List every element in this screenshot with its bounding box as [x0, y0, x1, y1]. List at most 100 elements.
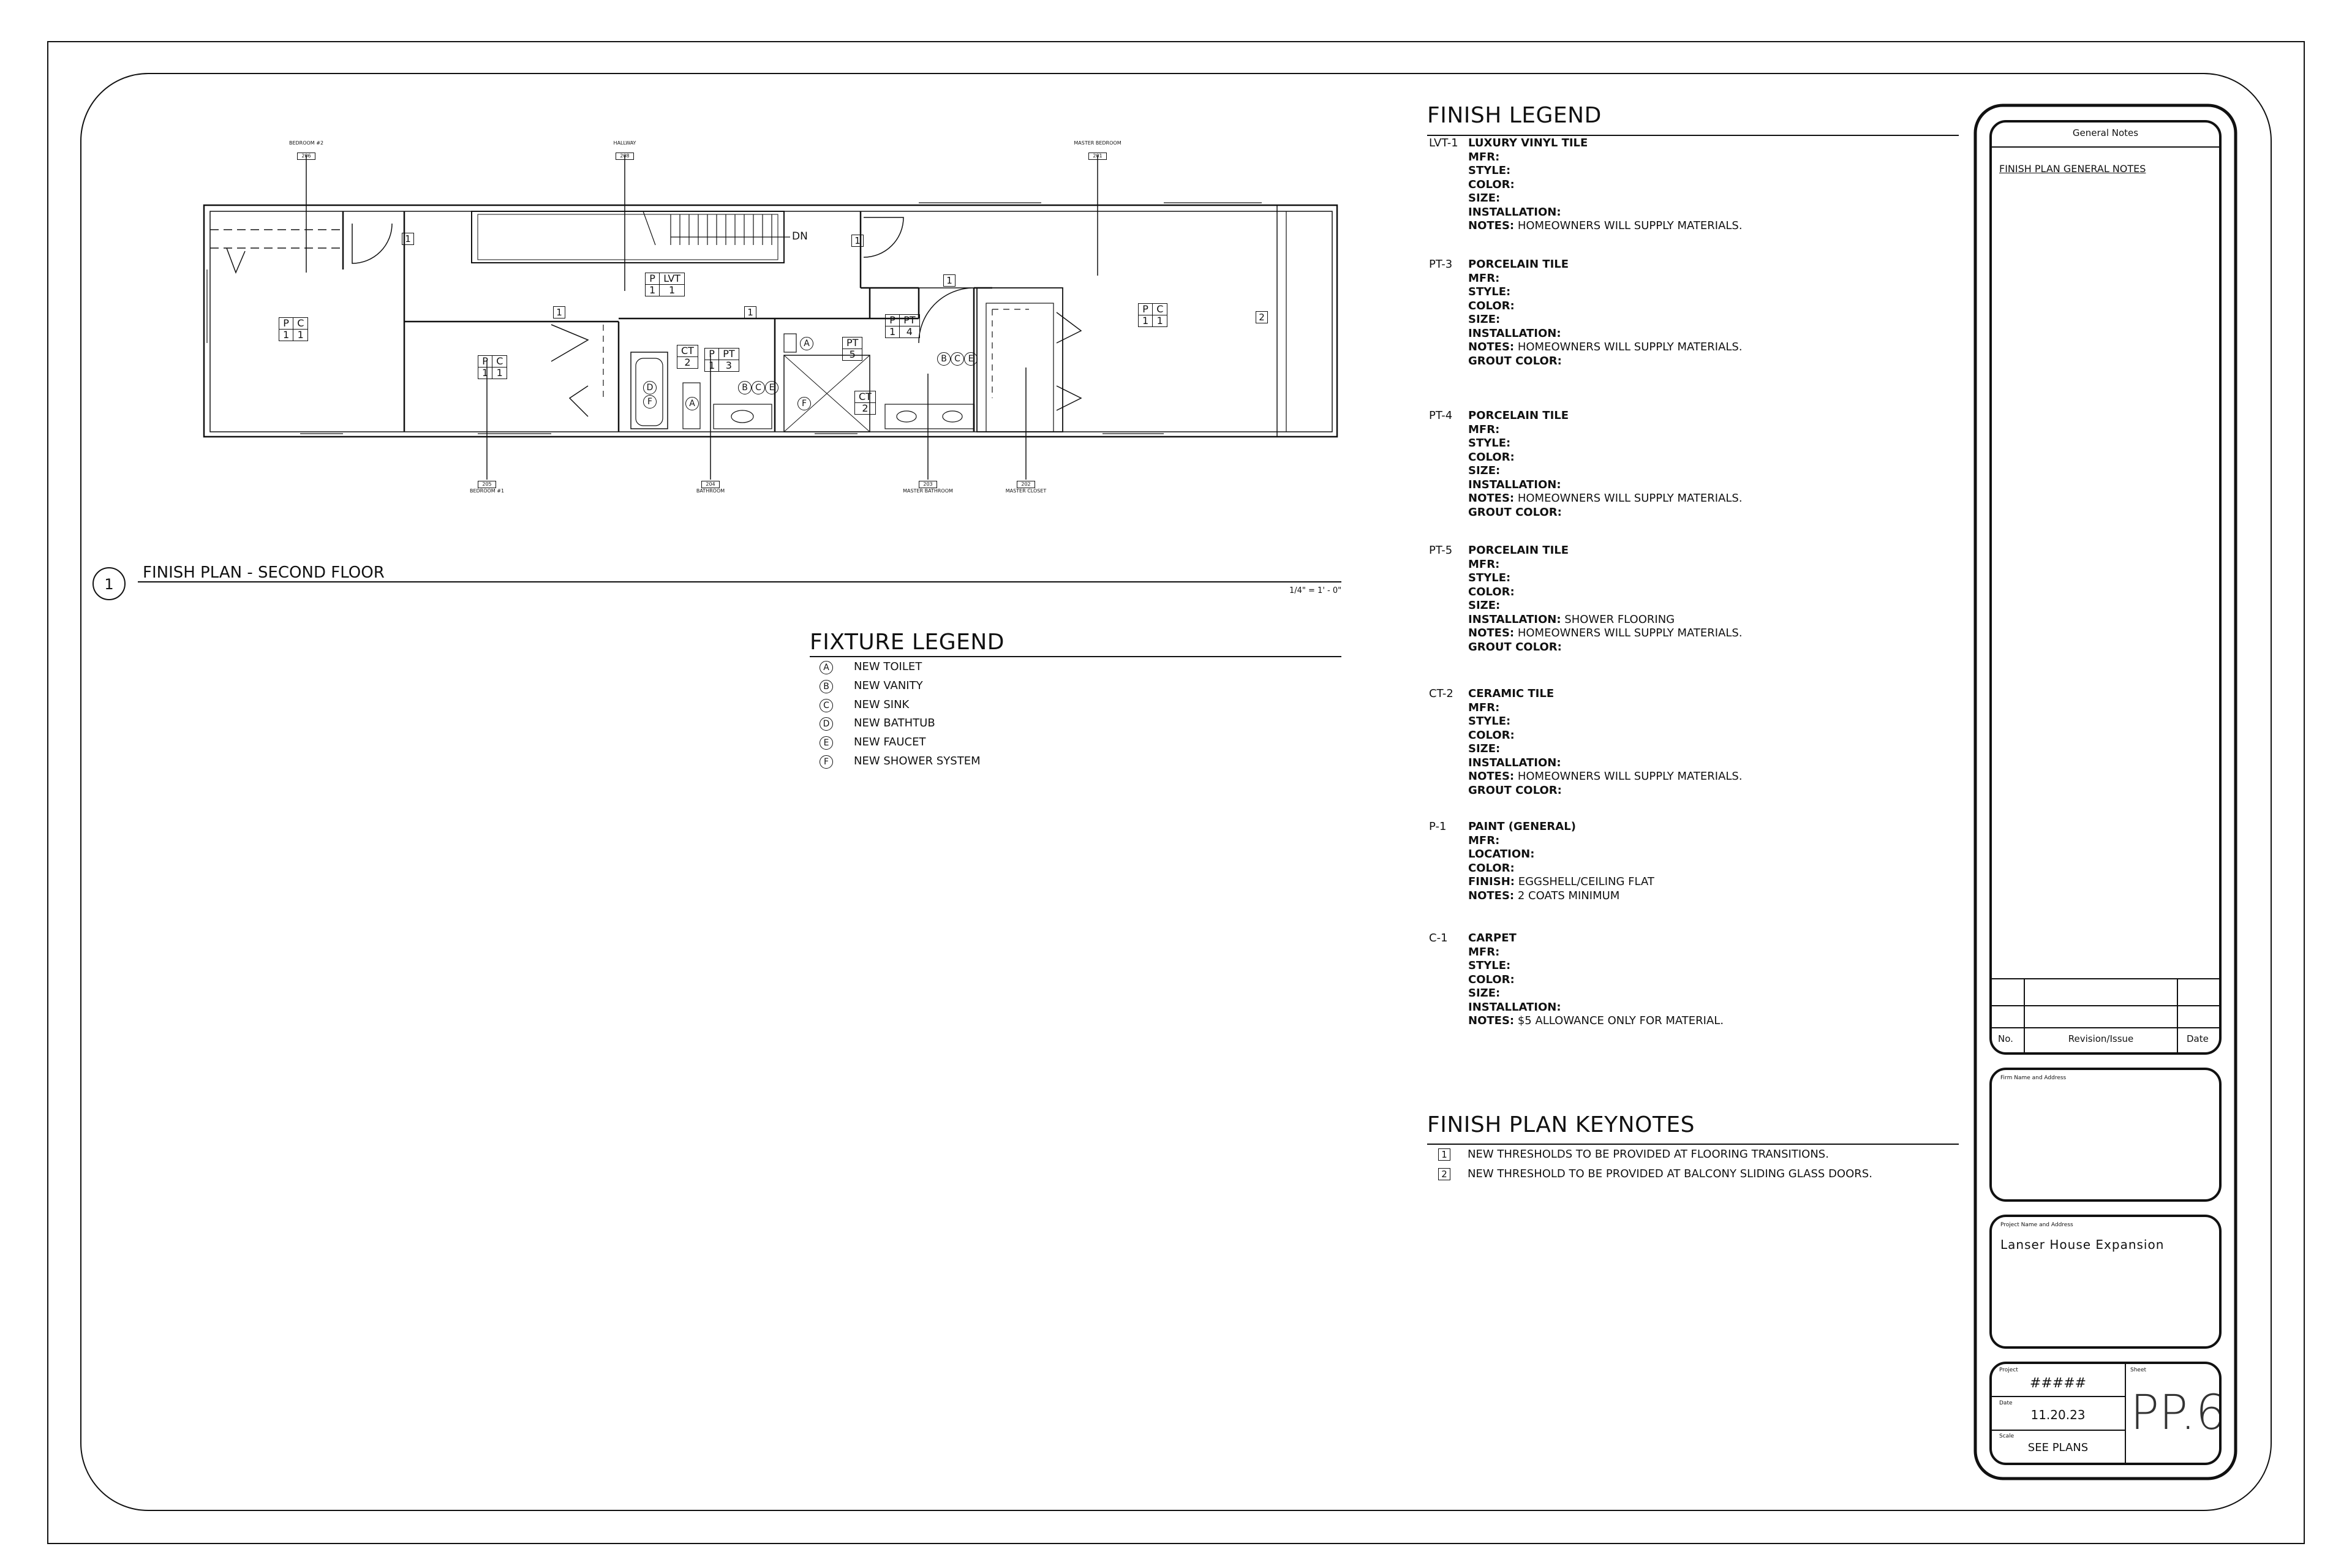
- finish-spec-line: GROUT COLOR:: [1468, 784, 1743, 798]
- finish-spec-line: STYLE:: [1468, 164, 1743, 178]
- stair-dn-label: DN: [792, 230, 808, 243]
- fixture-mark: E: [820, 736, 833, 750]
- finish-tag-cell: 3: [718, 360, 739, 372]
- drawing-number-circle: [92, 567, 126, 600]
- finish-spec-key: STYLE:: [1468, 164, 1511, 177]
- finish-spec-line: SIZE:: [1468, 192, 1743, 206]
- sheet-inner-frame: [80, 73, 2272, 1511]
- finish-spec-key: NOTES:: [1468, 1014, 1515, 1027]
- finish-tag-cell: 1: [477, 367, 493, 379]
- room-tag-number: 203: [919, 481, 937, 488]
- finish-spec-key: STYLE:: [1468, 571, 1511, 584]
- finish-code: LVT-1: [1429, 137, 1458, 149]
- plan-keynote-tag: 1: [744, 306, 774, 318]
- date-label: Date: [1999, 1400, 2013, 1406]
- finish-spec-key: MFR:: [1468, 150, 1500, 164]
- room-tag-name: HALLWAY: [613, 140, 636, 146]
- finish-spec-line: INSTALLATION:: [1468, 1001, 1724, 1015]
- keynote-item: 2 NEW THRESHOLD TO BE PROVIDED AT BALCONY…: [1438, 1167, 1872, 1180]
- finish-tag-cell: C: [492, 355, 508, 368]
- room-tag-name: MASTER BATHROOM: [903, 488, 953, 494]
- fixture-label: NEW BATHTUB: [854, 717, 935, 730]
- finish-spec-key: STYLE:: [1468, 715, 1511, 728]
- finish-spec-line: NOTES: 2 COATS MINIMUM: [1468, 889, 1654, 903]
- finish-spec-key: NOTES:: [1468, 492, 1515, 505]
- finish-tag-cell: P: [278, 317, 294, 330]
- finish-spec-key: SIZE:: [1468, 599, 1501, 612]
- finish-spec-key: LOCATION:: [1468, 848, 1535, 861]
- finish-spec-line: GROUT COLOR:: [1468, 355, 1743, 369]
- finish-tag-cell: 1: [1152, 315, 1168, 327]
- finish-spec-key: GROUT COLOR:: [1468, 783, 1562, 797]
- finish-tag-cell: P: [477, 355, 493, 368]
- finish-spec-value: 2 COATS MINIMUM: [1514, 889, 1620, 902]
- scale-label: Scale: [1999, 1433, 2015, 1439]
- finish-spec-line: STYLE:: [1468, 715, 1743, 729]
- finish-spec-line: COLOR:: [1468, 586, 1743, 600]
- finish-code: C-1: [1429, 932, 1448, 944]
- finish-spec-line: LOCATION:: [1468, 848, 1654, 862]
- finish-tag-cell: 1: [1137, 315, 1153, 327]
- fixture-mark: B: [820, 679, 833, 693]
- finish-tag-cell: CT: [854, 391, 876, 403]
- finish-spec-value: EGGSHELL/CEILING FLAT: [1514, 875, 1654, 888]
- fixture-mark-toilet: A: [685, 397, 720, 410]
- finish-spec-line: MFR:: [1468, 151, 1743, 165]
- drawing-scale: 1/4" = 1' - 0": [1289, 586, 1342, 595]
- project-label: Project Name and Address: [2000, 1222, 2073, 1228]
- finish-tag-cell: 1: [293, 329, 309, 341]
- fixture-mark: D: [820, 717, 833, 731]
- finish-spec-key: NOTES:: [1468, 627, 1515, 639]
- finish-spec-line: NOTES: HOMEOWNERS WILL SUPPLY MATERIALS.: [1468, 492, 1743, 506]
- finish-spec-value: HOMEOWNERS WILL SUPPLY MATERIALS.: [1514, 492, 1743, 505]
- revision-issue-header: Revision/Issue: [2068, 1033, 2134, 1044]
- fixture-legend-item: B NEW VANITY: [820, 679, 923, 693]
- finish-spec-line: INSTALLATION:: [1468, 206, 1743, 220]
- fixture-label: NEW SHOWER SYSTEM: [854, 755, 981, 767]
- keynotes-title: FINISH PLAN KEYNOTES: [1427, 1112, 1695, 1137]
- finish-spec-key: SIZE:: [1468, 464, 1501, 477]
- finish-tag-cell: 4: [899, 326, 920, 338]
- finish-spec-line: COLOR:: [1468, 729, 1743, 743]
- finish-spec-line: SIZE:: [1468, 464, 1743, 478]
- drawing-title: FINISH PLAN - SECOND FLOOR: [143, 564, 385, 582]
- keynote-number: 2: [1438, 1168, 1450, 1180]
- finish-code: P-1: [1429, 820, 1447, 833]
- finish-spec-line: MFR:: [1468, 701, 1743, 715]
- project-name: Lanser House Expansion: [2000, 1237, 2165, 1252]
- finish-tag-cell: P: [644, 273, 660, 285]
- finish-spec-line: NOTES: $5 ALLOWANCE ONLY FOR MATERIAL.: [1468, 1014, 1724, 1028]
- finish-spec-key: COLOR:: [1468, 973, 1515, 986]
- finish-spec-line: STYLE:: [1468, 285, 1743, 300]
- fixture-mark: A: [820, 661, 833, 674]
- finish-spec-value: HOMEOWNERS WILL SUPPLY MATERIALS.: [1514, 627, 1743, 639]
- finish-spec-line: MFR:: [1468, 558, 1743, 572]
- finish-spec-value: SHOWER FLOORING: [1561, 612, 1675, 626]
- keynote-text: NEW THRESHOLD TO BE PROVIDED AT BALCONY …: [1468, 1167, 1872, 1180]
- finish-tag-cell: C: [1152, 303, 1168, 315]
- finish-spec-key: NOTES:: [1468, 341, 1515, 353]
- finish-spec-line: COLOR:: [1468, 862, 1654, 876]
- finish-tag-cell: 1: [278, 329, 294, 341]
- finish-spec-key: INSTALLATION:: [1468, 478, 1561, 491]
- finish-tag-cell: P: [704, 348, 720, 360]
- project-number: #####: [2029, 1376, 2087, 1391]
- fixture-label: NEW VANITY: [854, 679, 923, 692]
- finish-spec-line: COLOR:: [1468, 178, 1743, 192]
- finish-tag-cell: 2: [854, 402, 876, 415]
- finish-spec-line: GROUT COLOR:: [1468, 641, 1743, 655]
- finish-spec-line: INSTALLATION: SHOWER FLOORING: [1468, 613, 1743, 627]
